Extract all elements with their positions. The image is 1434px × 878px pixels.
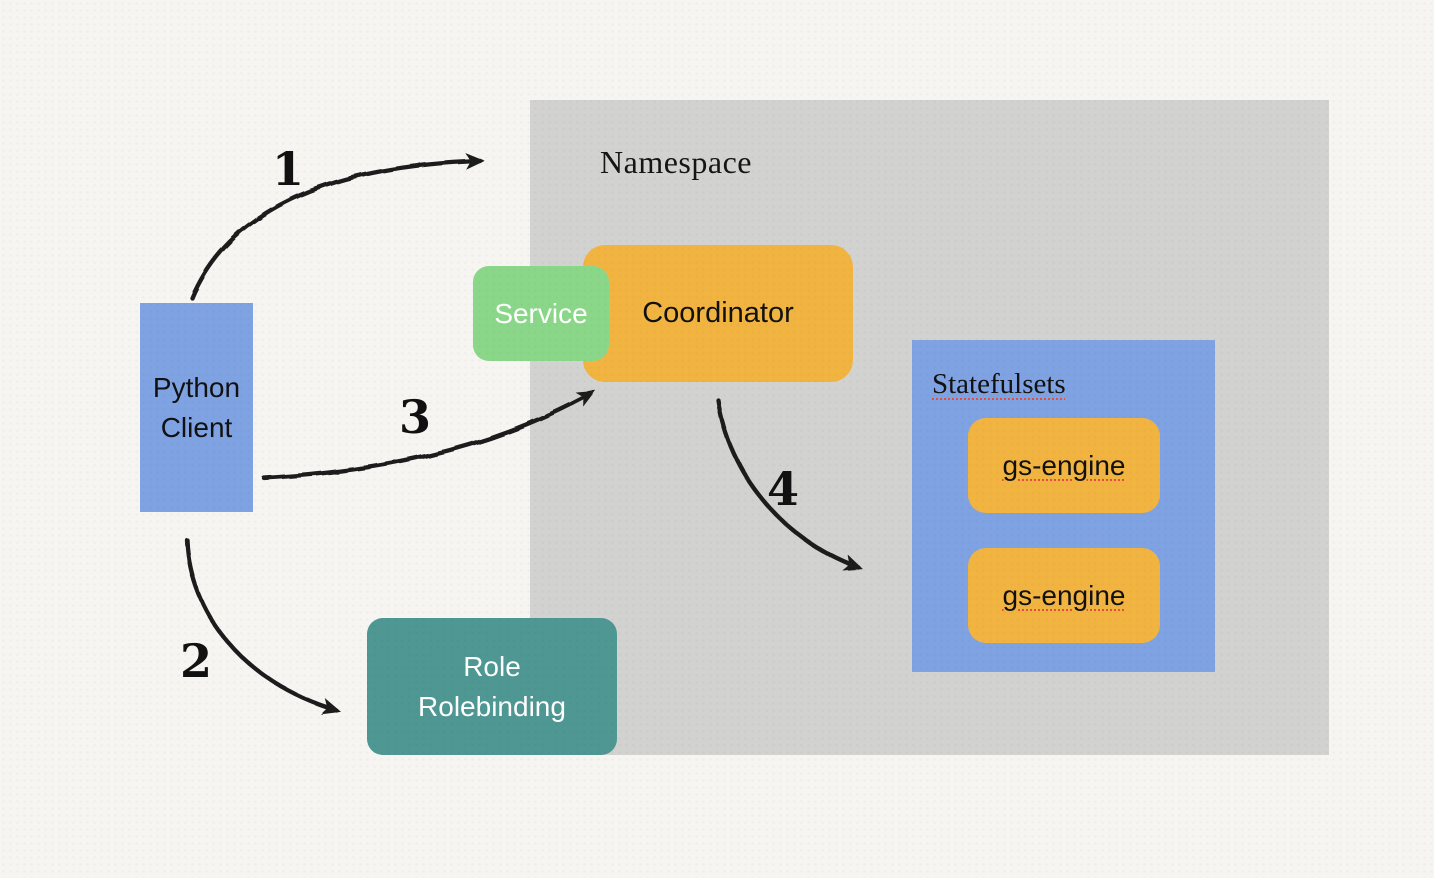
arrow-4-label: 4 xyxy=(767,462,800,516)
arrow-2-label: 2 xyxy=(180,634,213,688)
python-client-label-line2: Client xyxy=(160,411,233,443)
gs-engine-node-1: gs-engine xyxy=(968,418,1160,513)
gs-engine-label-2: gs-engine xyxy=(1002,579,1126,611)
statefulsets-container: Statefulsets gs-engine gs-engine xyxy=(912,340,1215,672)
python-client-node: Python Client xyxy=(140,303,253,512)
gs-engine-node-2: gs-engine xyxy=(968,548,1160,643)
role-label-line1: Role xyxy=(463,650,521,682)
namespace-label: Namespace xyxy=(600,144,752,180)
role-label-line2: Rolebinding xyxy=(418,690,566,722)
gs-engine-label-1: gs-engine xyxy=(1002,449,1126,481)
service-node: Service xyxy=(473,266,609,361)
arrow-1-label: 1 xyxy=(272,142,305,196)
coordinator-node: Coordinator xyxy=(583,245,853,382)
arrow-1-path xyxy=(189,153,485,301)
python-client-label-line1: Python xyxy=(152,371,241,403)
arrow-3-label: 3 xyxy=(399,390,432,444)
coordinator-label: Coordinator xyxy=(642,297,794,329)
service-label: Service xyxy=(494,297,588,329)
statefulsets-label: Statefulsets xyxy=(932,368,1066,400)
role-rolebinding-node: Role Rolebinding xyxy=(367,618,617,755)
